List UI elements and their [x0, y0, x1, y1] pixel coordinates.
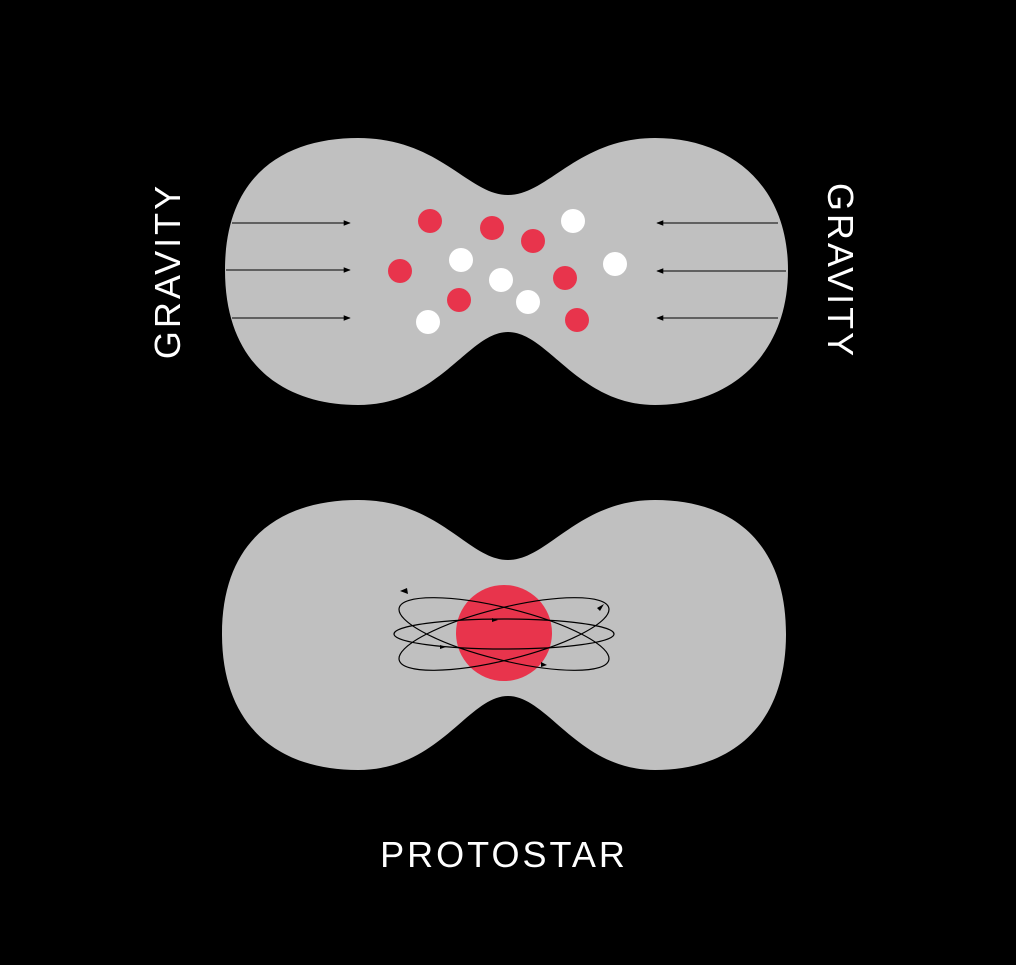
gravity-arrows-right: [656, 220, 786, 321]
protostar-label: PROTOSTAR: [380, 834, 628, 875]
orbit-arrowhead: [541, 662, 547, 667]
orbit-arrowhead: [400, 588, 408, 594]
red-particle: [565, 308, 589, 332]
gravity-label-right: GRAVITY: [820, 182, 861, 360]
gas-particles: [388, 209, 627, 334]
protostar-core: [456, 585, 552, 681]
red-particle: [480, 216, 504, 240]
red-particle: [388, 259, 412, 283]
protostar-stage: [222, 500, 786, 770]
red-particle: [447, 288, 471, 312]
collapsing-cloud-stage: [225, 138, 788, 405]
orbit-arrowheads: [400, 588, 604, 667]
gravity-label-left: GRAVITY: [147, 182, 188, 360]
red-particle: [418, 209, 442, 233]
orbit-path: [398, 597, 610, 671]
white-particle: [561, 209, 585, 233]
orbits: [393, 597, 615, 671]
orbit-arrowhead: [440, 645, 446, 649]
white-particle: [516, 290, 540, 314]
gravity-arrows-left: [226, 220, 351, 321]
white-particle: [449, 248, 473, 272]
red-particle: [521, 229, 545, 253]
orbit-path: [393, 618, 615, 650]
red-particle: [553, 266, 577, 290]
white-particle: [603, 252, 627, 276]
orbit-arrowhead: [597, 604, 604, 611]
white-particle: [416, 310, 440, 334]
orbit-arrowhead: [492, 618, 498, 622]
orbit-path: [398, 597, 610, 671]
white-particle: [489, 268, 513, 292]
